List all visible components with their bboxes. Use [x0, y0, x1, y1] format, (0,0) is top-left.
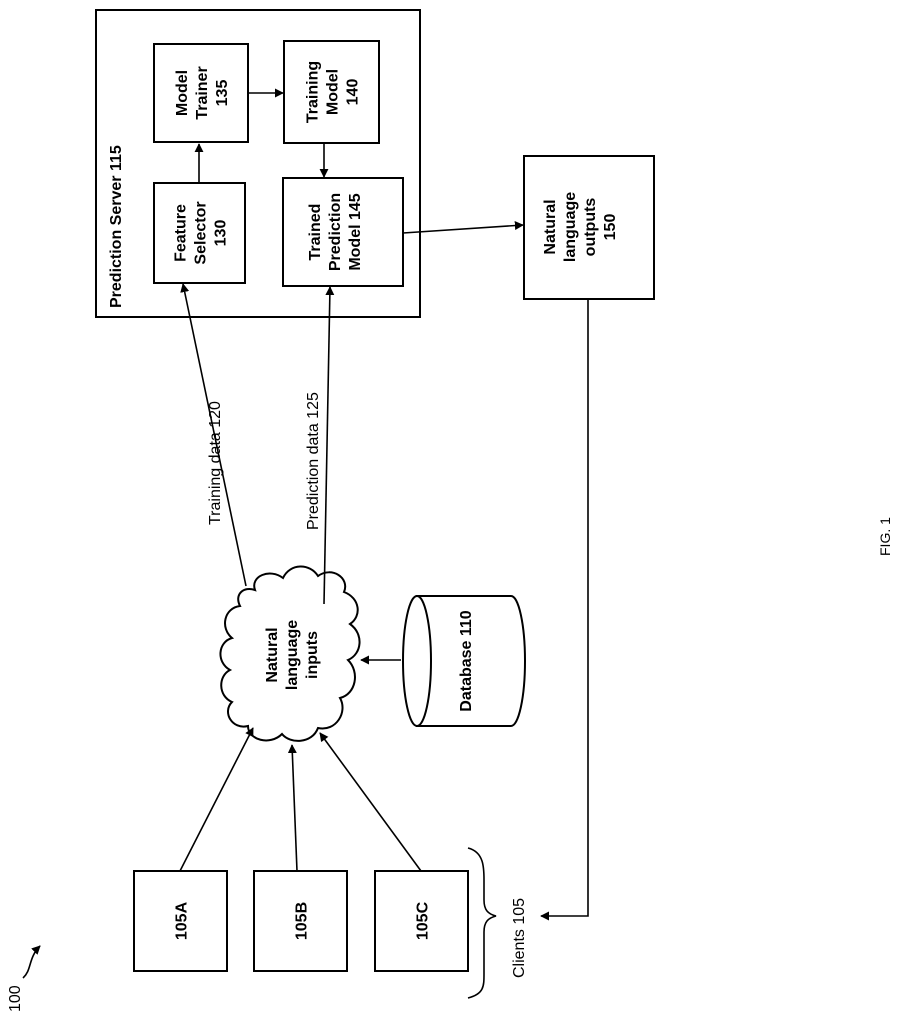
svg-text:Training: Training [305, 61, 322, 123]
svg-text:inputs: inputs [304, 631, 321, 679]
svg-text:Natural: Natural [542, 199, 559, 254]
svg-text:Trained: Trained [307, 204, 324, 261]
prediction-server-label: Prediction Server 115 [108, 145, 125, 308]
database-label: Database 110 [458, 610, 475, 712]
prediction-data-label: Prediction data 125 [305, 392, 322, 530]
clients-brace [468, 848, 496, 998]
svg-text:135: 135 [214, 80, 231, 107]
trained-prediction-model-label: Trained Prediction Model 145 [307, 193, 364, 271]
arrow-outputs-to-clients [541, 299, 588, 916]
svg-text:language: language [562, 192, 579, 262]
svg-text:150: 150 [602, 214, 619, 241]
svg-text:130: 130 [213, 220, 230, 247]
svg-text:outputs: outputs [582, 198, 599, 257]
arrow-105b-to-inputs [292, 745, 297, 871]
training-data-label: Training data 120 [207, 401, 224, 525]
client-105b-label: 105B [294, 902, 311, 940]
figure-reference-label: 100 [7, 985, 24, 1012]
svg-text:Model 145: Model 145 [347, 193, 364, 270]
arrow-105c-to-inputs [320, 733, 421, 871]
svg-text:Selector: Selector [193, 201, 210, 264]
arrow-prediction-data [324, 287, 330, 604]
svg-text:Feature: Feature [173, 204, 190, 262]
arrow-105a-to-inputs [180, 728, 253, 871]
svg-text:language: language [284, 620, 301, 690]
svg-text:Prediction: Prediction [327, 193, 344, 271]
svg-text:Natural: Natural [264, 627, 281, 682]
svg-text:140: 140 [345, 79, 362, 106]
clients-group-label: Clients 105 [511, 898, 528, 978]
svg-text:Model: Model [174, 70, 191, 116]
client-105a-label: 105A [174, 901, 191, 940]
svg-text:Trainer: Trainer [194, 66, 211, 119]
figure-reference-arrow [23, 946, 40, 978]
figure-caption: FIG. 1 [877, 517, 893, 556]
svg-text:Model: Model [325, 69, 342, 115]
client-105c-label: 105C [415, 901, 432, 940]
